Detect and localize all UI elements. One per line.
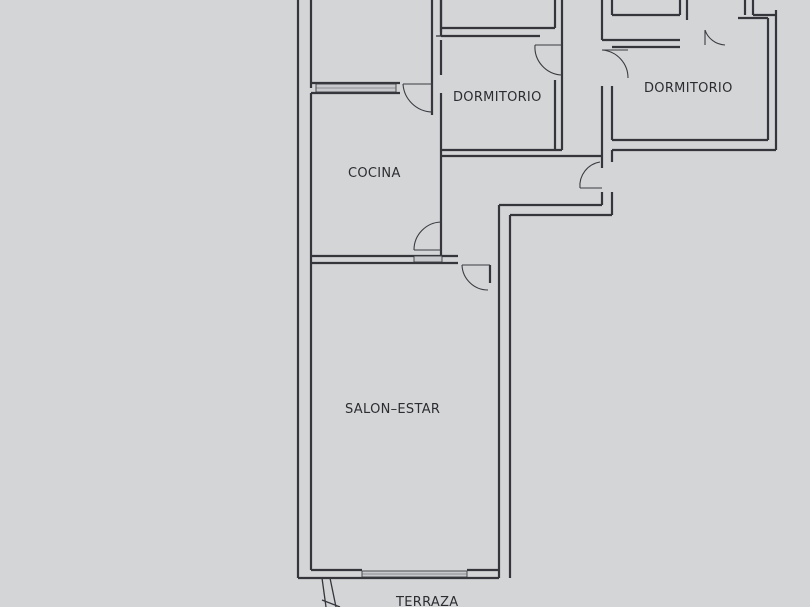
doors [402,29,726,291]
room-label-dormitorio-1: DORMITORIO [453,90,542,105]
room-label-terraza: TERRAZA [395,595,459,607]
terrace-walls [321,577,341,607]
room-label-salon-estar: SALON–ESTAR [345,402,440,417]
bedroom-2-walls [600,0,778,152]
windows [361,255,468,578]
bedroom-1-walls [441,0,602,158]
upper-left-walls [430,0,443,83]
room-label-cocina: COCINA [348,166,401,181]
outer-walls [296,0,614,580]
room-label-dormitorio-2: DORMITORIO [644,81,733,96]
